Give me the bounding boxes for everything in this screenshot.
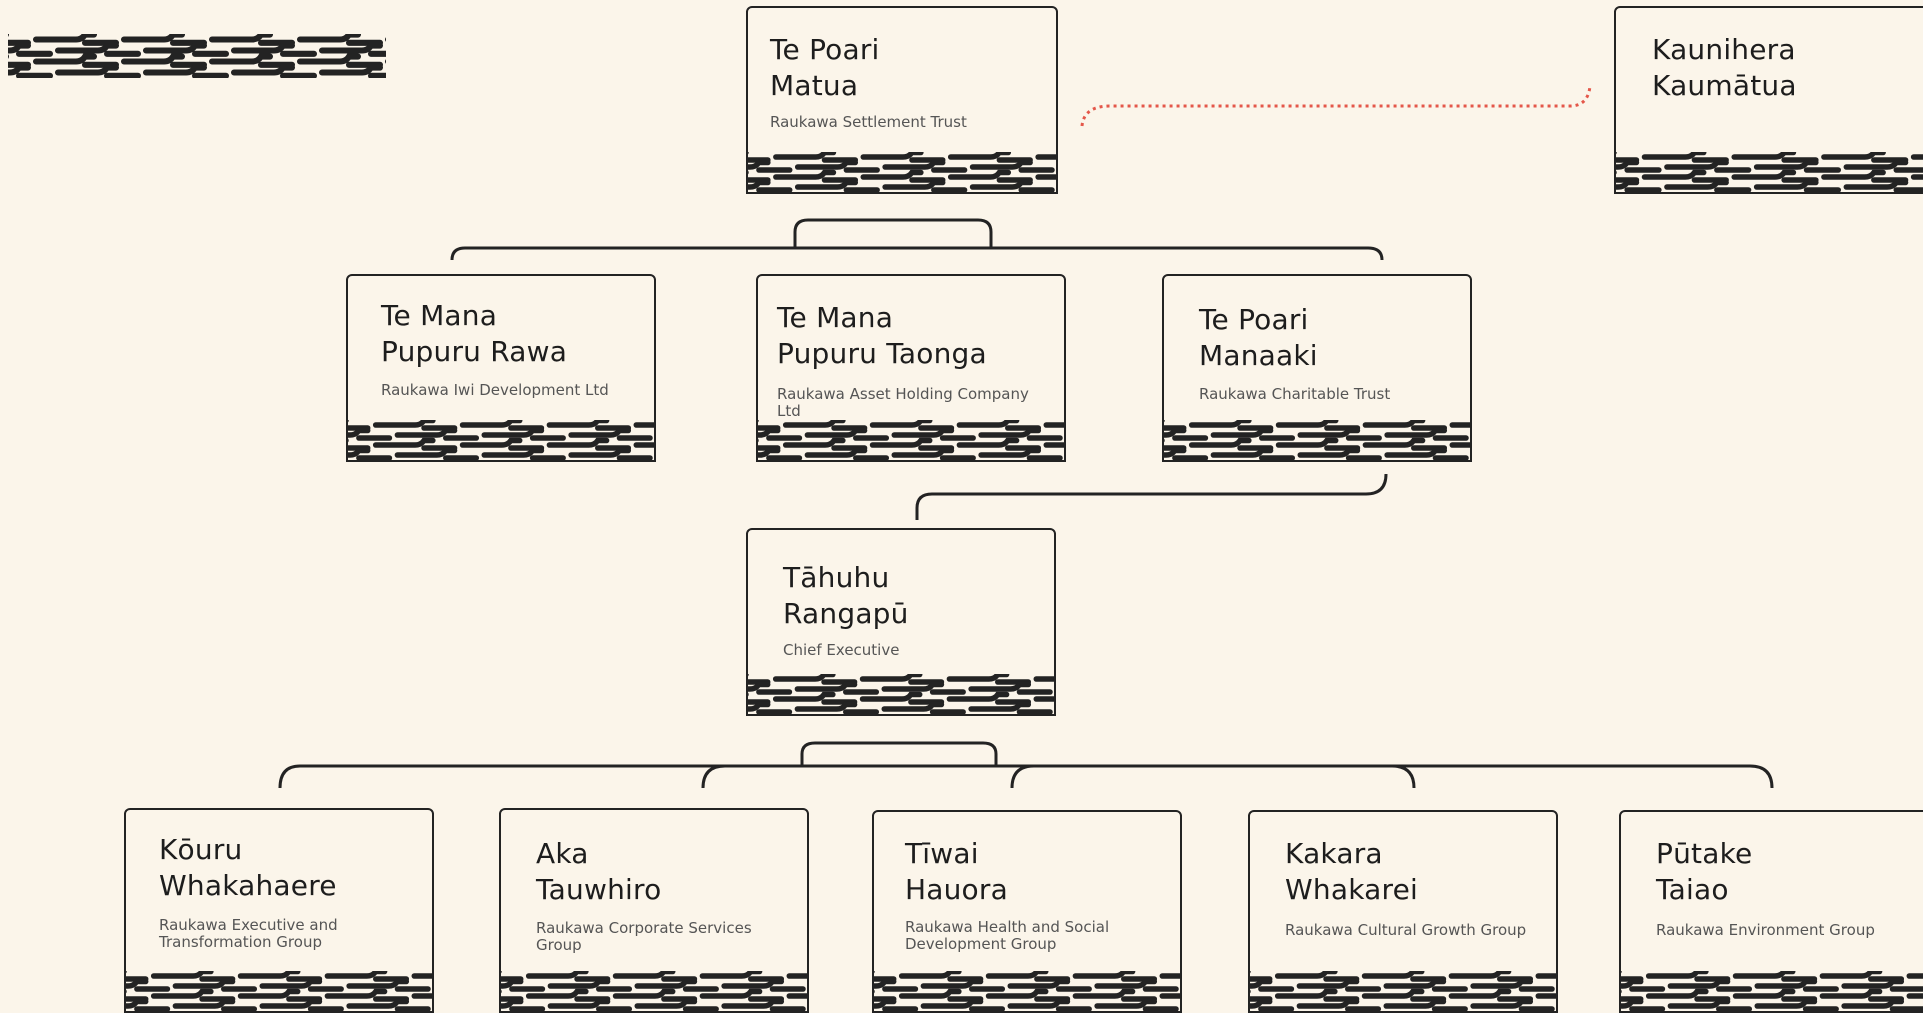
pattern-band <box>348 420 654 460</box>
logo-pattern-icon <box>0 31 494 79</box>
pattern-band <box>1250 971 1556 1011</box>
pattern-band <box>874 971 1180 1011</box>
card-kouru-whakahaere: Kōuru Whakahaere Raukawa Executive and T… <box>124 808 434 1013</box>
card-subtitle: Raukawa Charitable Trust <box>1199 385 1391 403</box>
card-title: Te Poari Matua <box>770 33 880 102</box>
pattern-band <box>748 674 1054 714</box>
pattern-band <box>1616 152 1923 192</box>
card-title: Te Mana Pupuru Taonga <box>777 301 987 370</box>
card-title: Kōuru Whakahaere <box>159 833 337 902</box>
card-tiwai-hauora: Tīwai Hauora Raukawa Health and Social D… <box>872 810 1182 1013</box>
card-title: Aka Tauwhiro <box>536 837 662 906</box>
card-title: Te Mana Pupuru Rawa <box>381 299 568 368</box>
card-subtitle: Raukawa Environment Group <box>1656 921 1875 939</box>
pattern-band <box>1164 420 1470 460</box>
card-kaunihera-kaumatua: Kaunihera Kaumātua <box>1614 6 1923 194</box>
pattern-band <box>501 971 807 1011</box>
card-title: Te Poari Manaaki <box>1199 303 1318 372</box>
pattern-band <box>748 152 1056 192</box>
card-te-poari-manaaki: Te Poari Manaaki Raukawa Charitable Trus… <box>1162 274 1472 462</box>
card-title: Tīwai Hauora <box>905 837 1008 906</box>
card-subtitle: Raukawa Corporate Services Group <box>536 919 752 954</box>
card-te-mana-pupuru-rawa: Te Mana Pupuru Rawa Raukawa Iwi Developm… <box>346 274 656 462</box>
pattern-band <box>1621 971 1923 1011</box>
card-subtitle: Raukawa Cultural Growth Group <box>1285 921 1527 939</box>
card-subtitle: Raukawa Executive and Transformation Gro… <box>159 916 338 951</box>
card-kakara-whakarei: Kakara Whakarei Raukawa Cultural Growth … <box>1248 810 1558 1013</box>
card-title: Pūtake Taiao <box>1656 837 1753 906</box>
card-title: Tāhuhu Rangapū <box>783 561 909 630</box>
card-te-mana-pupuru-taonga: Te Mana Pupuru Taonga Raukawa Asset Hold… <box>756 274 1066 462</box>
card-te-poari-matua: Te Poari Matua Raukawa Settlement Trust <box>746 6 1058 194</box>
card-title: Kaunihera Kaumātua <box>1652 33 1797 102</box>
card-tahuhu-rangapu: Tāhuhu Rangapū Chief Executive <box>746 528 1056 716</box>
card-putake-taiao: Pūtake Taiao Raukawa Environment Group <box>1619 810 1923 1013</box>
card-subtitle: Raukawa Health and Social Development Gr… <box>905 918 1110 953</box>
card-aka-tauwhiro: Aka Tauwhiro Raukawa Corporate Services … <box>499 808 809 1013</box>
card-subtitle: Raukawa Asset Holding Company Ltd <box>777 385 1029 420</box>
card-subtitle: Chief Executive <box>783 641 900 659</box>
pattern-band <box>126 971 432 1011</box>
pattern-band <box>758 420 1064 460</box>
card-subtitle: Raukawa Iwi Development Ltd <box>381 381 609 399</box>
card-title: Kakara Whakarei <box>1285 837 1418 906</box>
card-subtitle: Raukawa Settlement Trust <box>770 113 967 131</box>
